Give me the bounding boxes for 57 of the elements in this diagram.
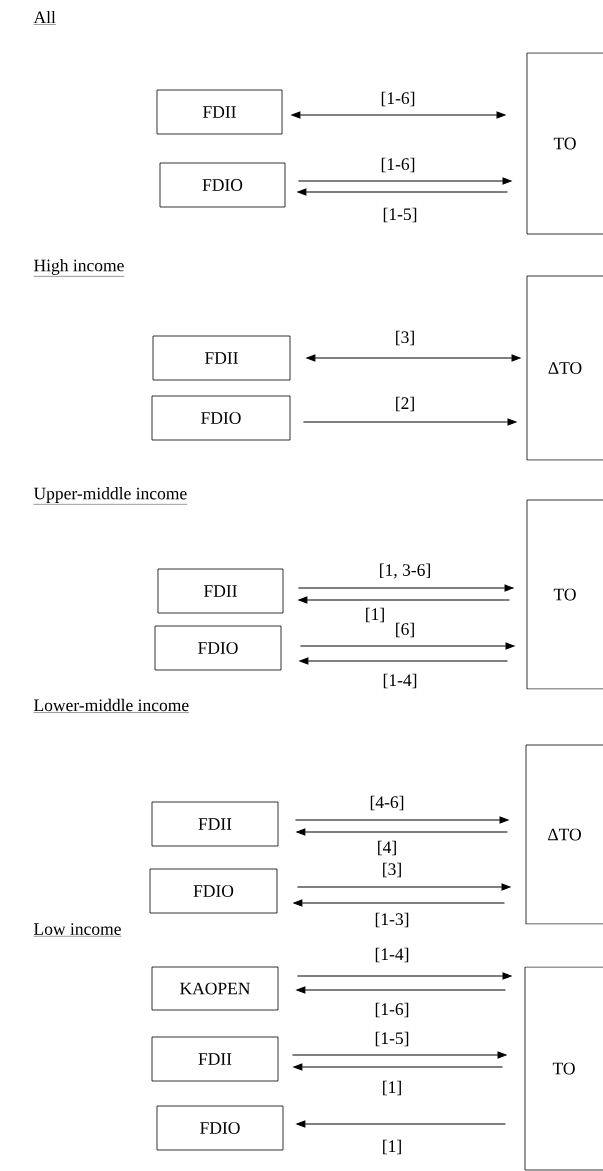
edge-label: [3] [380,861,404,879]
variable-box: FDIO [156,1105,284,1151]
edge-label: [4-6] [368,794,406,812]
edge-label: [6] [393,621,417,639]
edge-label: [4] [375,839,399,857]
edge-label: [1-5] [373,1030,411,1048]
arrow [306,354,521,362]
arrow [293,899,505,907]
arrow [291,111,506,119]
arrow [296,828,508,836]
arrow [299,657,508,665]
edge-label: [1, 3-6] [377,562,433,580]
variable-box: FDII [151,801,279,847]
edge-label: [1] [380,1079,404,1097]
section-heading: All [33,10,57,25]
outcome-box: TO [526,52,603,235]
variable-box: FDII [157,568,284,614]
outcome-box: TO [526,499,603,690]
arrow [296,883,511,891]
edge-label: [1-5] [381,206,419,224]
variable-box: FDII [156,89,283,135]
edge-label: [3] [393,329,417,347]
arrow [297,188,508,196]
variable-box: FDIO [151,395,291,441]
variable-box: FDIO [154,625,282,671]
variable-box: FDIO [159,162,286,208]
arrow [296,1120,506,1128]
section-heading: High income [33,259,125,277]
arrow [296,986,506,994]
outcome-box: TO [524,966,603,1171]
outcome-box: ΔTO [525,744,603,925]
section-heading: Low income [33,923,122,937]
edge-label: [1-6] [379,90,417,108]
arrow [297,177,512,185]
edge-label: [2] [393,395,417,413]
variable-box: FDIO [149,868,278,914]
edge-label: [1-4] [381,672,419,690]
arrow [293,1063,503,1071]
section-heading: Lower-middle income [33,698,190,713]
variable-box: FDII [151,1036,279,1082]
variable-box: KAOPEN [151,966,279,1011]
edge-label: [1-6] [373,1001,411,1019]
edge-label: [1] [363,606,387,624]
variable-box: FDII [152,335,291,381]
outcome-box: ΔTO [526,275,603,461]
section-heading: Upper-middle income [33,487,188,505]
arrow [294,816,509,824]
edge-label: [1-3] [373,911,411,929]
arrow [297,584,514,592]
edge-label: [1] [380,1138,404,1156]
arrow [298,596,510,604]
arrow [296,972,512,980]
arrow [302,418,517,426]
arrow [291,1051,507,1059]
edge-label: [1-4] [373,946,411,964]
arrow [299,642,515,650]
edge-label: [1-6] [379,156,417,174]
